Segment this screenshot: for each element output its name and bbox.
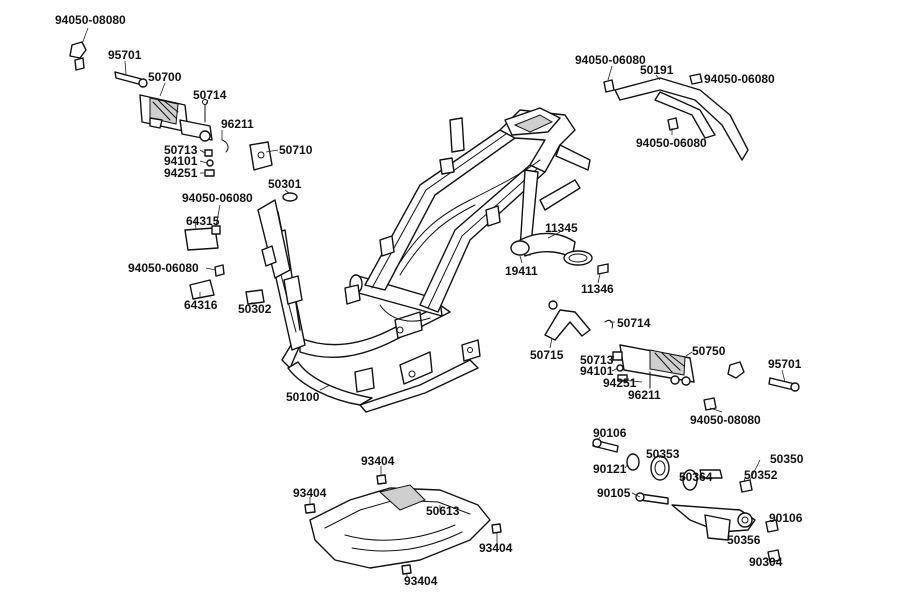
label-50714-a: 50714 [193,88,227,102]
label-50710: 50710 [279,143,313,157]
label-50713-a: 50713 [164,143,198,157]
label-50715: 50715 [530,348,564,362]
label-93404-c: 93404 [479,541,513,555]
label-90106-a: 90106 [593,426,627,440]
stand-assembly-drawing [592,438,781,563]
label-94101-a: 94101 [164,154,198,168]
label-50302: 50302 [238,302,272,316]
label-94050-06080-c: 94050-06080 [575,53,646,67]
label-96211-a: 96211 [221,117,254,131]
label-50350: 50350 [770,452,804,466]
label-94050-06080-d: 94050-06080 [704,72,775,86]
label-90121: 90121 [593,462,627,476]
label-50100: 50100 [286,390,320,404]
left-bracket-drawing [184,225,265,305]
label-94050-08080-b: 94050-08080 [690,413,761,427]
label-64315: 64315 [186,214,220,228]
label-94251-b: 94251 [603,376,637,390]
label-50714-b: 50714 [617,316,651,330]
label-94050-06080-b: 94050-06080 [128,261,199,275]
label-11346: 11346 [581,282,614,296]
label-50613: 50613 [426,504,460,518]
label-50352: 50352 [744,468,778,482]
label-94050-06080-e: 94050-06080 [636,136,707,150]
label-50713-b: 50713 [580,353,614,367]
under-cover-drawing [304,474,502,575]
label-11345: 11345 [545,221,578,235]
rear-bracket-drawing [603,73,749,161]
label-50191: 50191 [640,63,674,77]
label-90106-b: 90106 [769,511,803,525]
label-90304: 90304 [749,555,783,569]
part-labels: 94050-08080 95701 50700 50714 96211 5071… [55,13,804,588]
label-95701-b: 95701 [768,357,802,371]
label-94050-08080-a: 94050-08080 [55,13,126,27]
label-19411: 19411 [505,264,538,278]
label-50364: 50364 [679,470,713,484]
label-93404-a: 93404 [361,454,395,468]
label-94050-06080-a: 94050-06080 [182,191,253,205]
air-duct-drawing [510,232,609,275]
left-footrest-drawing [69,41,298,202]
label-50356: 50356 [727,533,761,547]
main-frame-drawing [257,107,591,413]
label-64316: 64316 [184,298,218,312]
leader-lines [81,27,786,578]
label-96211-b: 96211 [628,388,661,402]
label-50353: 50353 [646,447,680,461]
label-50301: 50301 [268,177,302,191]
label-50700: 50700 [148,70,182,84]
label-50750: 50750 [692,344,726,358]
label-94251-a: 94251 [164,166,198,180]
label-93404-d: 93404 [404,574,438,588]
label-93404-b: 93404 [293,486,327,500]
label-95701-a: 95701 [108,48,142,62]
label-94101-b: 94101 [580,364,614,378]
label-90105: 90105 [597,486,631,500]
